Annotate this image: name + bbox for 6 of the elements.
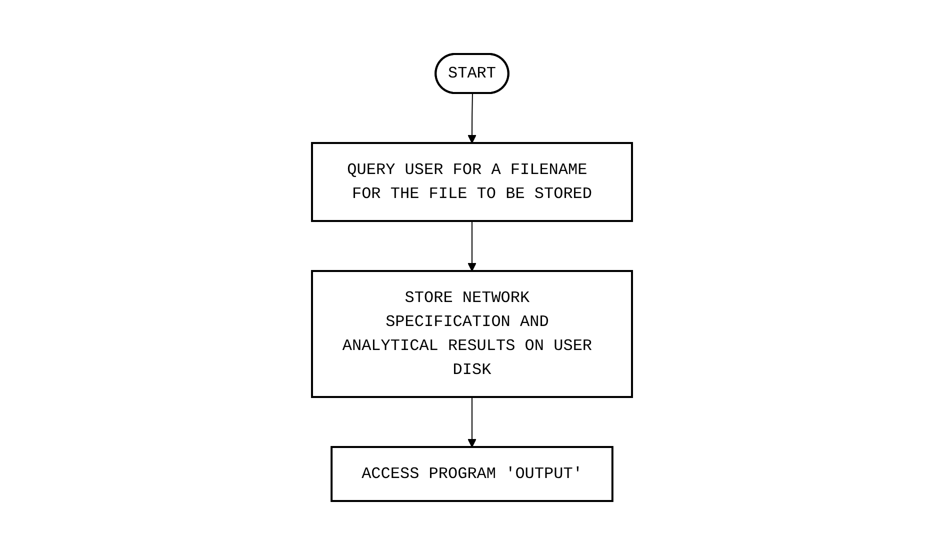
- arrow: [467, 220, 476, 272]
- node-box: STORE NETWORK SPECIFICATION AND ANALYTICAL RESULTS ON USER DISK: [310, 270, 632, 398]
- arrow: [467, 93, 476, 144]
- node-box: QUERY USER FOR A FILENAME FOR THE FILE TO BE STORED: [310, 142, 632, 222]
- node-box: ACCESS PROGRAM 'OUTPUT': [330, 446, 613, 502]
- arrow: [467, 396, 476, 448]
